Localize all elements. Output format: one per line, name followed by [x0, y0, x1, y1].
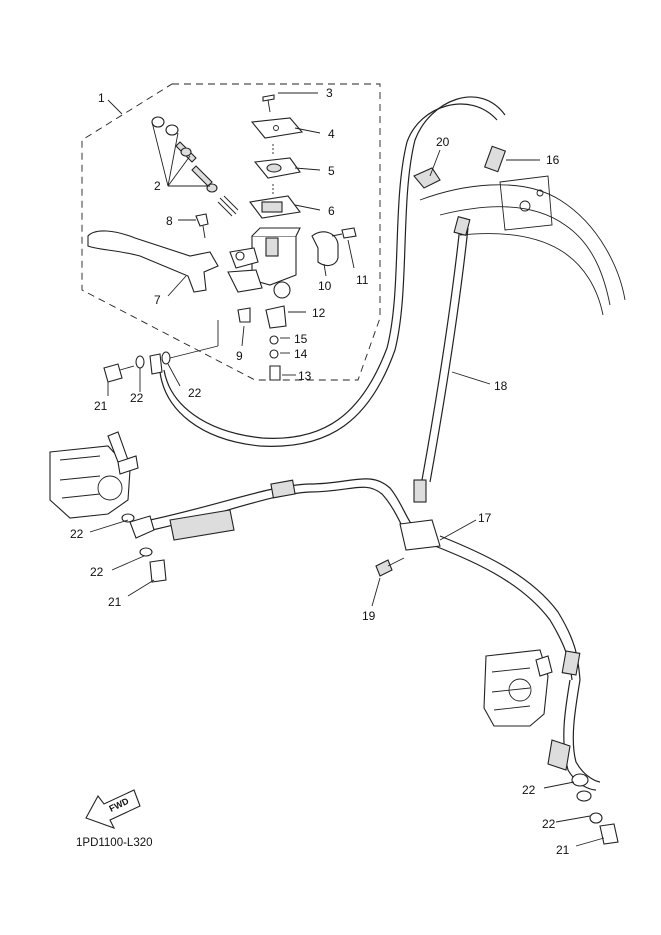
brake-lever: [87, 230, 219, 293]
callout-9: 9: [236, 349, 243, 363]
callout-22-right-a: 22: [522, 783, 536, 797]
assembly-boundary: [81, 83, 381, 381]
brake-hoses: [149, 96, 601, 791]
callout-21-left: 21: [108, 595, 122, 609]
callout-18: 18: [494, 379, 508, 393]
callout-15: 15: [294, 332, 308, 346]
callout-21-upper: 21: [94, 399, 108, 413]
callout-22-upper-b: 22: [188, 386, 202, 400]
reservoir-parts: [249, 94, 304, 219]
left-banjo-fitting: [121, 513, 167, 583]
handlebar-outline: [419, 175, 626, 316]
bolts: [195, 213, 357, 381]
callout-11: 11: [356, 273, 369, 287]
master-cylinder: [227, 227, 301, 299]
callout-4: 4: [328, 127, 335, 141]
callout-22-left-b: 22: [90, 565, 104, 579]
hose-guide: [413, 167, 441, 189]
callout-10: 10: [318, 279, 332, 293]
callout-2: 2: [154, 179, 161, 193]
callout-12: 12: [312, 306, 326, 320]
callout-21-right: 21: [556, 843, 570, 857]
callout-16: 16: [546, 153, 560, 167]
right-caliper: [483, 649, 553, 727]
callout-22-left-a: 22: [70, 527, 84, 541]
handlebar-clamp: [311, 231, 339, 267]
diagram-code: 1PD1100-L320: [76, 837, 153, 849]
hose-fittings: [169, 145, 581, 771]
callout-3: 3: [326, 86, 333, 100]
callout-6: 6: [328, 204, 335, 218]
callout-8: 8: [166, 214, 173, 228]
callout-5: 5: [328, 164, 335, 178]
callout-13: 13: [298, 369, 312, 383]
leader-lines: [89, 92, 605, 847]
callout-17: 17: [478, 511, 492, 525]
callout-7: 7: [154, 293, 161, 307]
callout-1: 1: [98, 91, 105, 105]
three-way-joint: [375, 519, 441, 577]
forward-arrow-icon: FWD: [85, 789, 141, 829]
callout-19: 19: [362, 609, 376, 623]
callout-22-upper-a: 22: [130, 391, 144, 405]
piston-kit: [151, 116, 239, 217]
left-caliper: [49, 431, 139, 519]
callout-14: 14: [294, 347, 308, 361]
upper-banjo-fitting: [103, 351, 171, 383]
callout-22-right-b: 22: [542, 817, 556, 831]
callout-20: 20: [436, 135, 450, 149]
right-banjo-fitting: [571, 773, 619, 845]
